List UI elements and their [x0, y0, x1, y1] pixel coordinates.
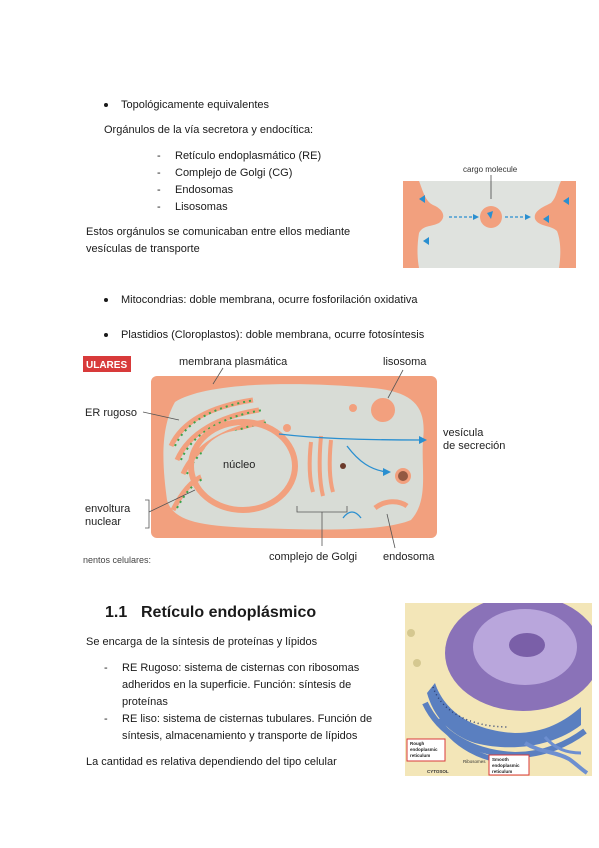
figure-tag-text: ULARES [86, 360, 127, 371]
rough-er-label-1: Rough [410, 741, 424, 746]
dash: - [157, 150, 161, 162]
section-number: 1.1 [105, 604, 128, 621]
vesicle [407, 629, 415, 637]
er-closing: La cantidad es relativa dependiendo del … [86, 756, 337, 768]
section-title: Retículo endoplásmico [141, 604, 317, 621]
label-vesicula-1: vesícula [443, 427, 484, 439]
figure-tag [83, 356, 131, 372]
leader-line [142, 411, 180, 421]
lysosome [371, 398, 395, 422]
vesicle [283, 424, 291, 432]
bullet-topologicamente: Topológicamente equivalentes [121, 99, 269, 111]
leader-line [148, 489, 196, 513]
rough-er-cistern [170, 473, 205, 512]
bullet-dot [104, 298, 108, 302]
cargo-icon [419, 195, 425, 203]
ribosomes-label: Ribosomes [463, 759, 486, 764]
cargo-icon [487, 211, 493, 219]
smooth-er-callout [488, 754, 530, 776]
rough-er-label-3: reticulum [410, 753, 430, 758]
rough-er-line-1: RE Rugoso: sistema de cisternas con ribo… [122, 662, 360, 674]
organelle-item: Retículo endoplasmático (RE) [175, 150, 322, 162]
label-envoltura-1: envoltura [85, 503, 131, 515]
leader-line [212, 367, 224, 385]
arrow-head-icon [473, 214, 479, 220]
smooth-er-tubule [523, 741, 589, 775]
label-membrana: membrana plasmática [179, 356, 288, 368]
endosome [373, 499, 409, 511]
dash: - [104, 662, 108, 674]
cargo-label: cargo molecule [463, 165, 518, 174]
golgi-cistern [327, 439, 335, 493]
rough-er-label-2: endoplasmic [410, 747, 438, 752]
nuclear-envelope [188, 419, 298, 513]
arrow-head-icon [525, 214, 531, 220]
left-membrane-body [403, 181, 444, 268]
cell-organelles-figure: ULARES núcleo membrana plasmática lisoso… [83, 356, 505, 565]
rough-er-line-2: adheridos en la superficie. Función: sín… [122, 679, 352, 691]
arrow-head-icon [383, 468, 391, 476]
organelle-item: Lisosomas [175, 201, 228, 213]
cargo-icon [543, 215, 549, 223]
smooth-er-line-2: síntesis, almacenamiento y transporte de… [122, 730, 358, 742]
label-er-rugoso: ER rugoso [85, 407, 137, 419]
rough-er-callout [406, 738, 446, 762]
label-envoltura-2: nuclear [85, 516, 121, 528]
label-endosoma: endosoma [383, 551, 435, 563]
caption-fragment: nentos celulares: [83, 555, 151, 565]
smooth-er-label-1: Smooth [492, 757, 509, 762]
bullet-dot [104, 333, 108, 337]
transport-arrow [278, 433, 424, 441]
communicate-line-2: vesículas de transporte [86, 243, 200, 255]
communicate-line-1: Estos orgánulos se comunicaban entre ell… [86, 226, 351, 238]
rough-er-line-3: proteínas [122, 696, 168, 708]
cargo-molecule-figure: cargo molecule [403, 165, 576, 268]
smooth-er-tubule [543, 736, 582, 755]
label-lisosoma: lisosoma [383, 356, 427, 368]
rough-er-cistern [168, 397, 254, 448]
golgi-cistern [307, 441, 315, 493]
dash: - [157, 184, 161, 196]
dash: - [104, 713, 108, 725]
arrow-head-icon [419, 436, 427, 444]
bracket [145, 499, 150, 529]
smooth-er-label-2: endoplasmic [492, 763, 520, 768]
nucleus-label: núcleo [223, 459, 255, 471]
smooth-er-label-3: reticulum [492, 769, 512, 774]
vesicle-content [398, 471, 408, 481]
organelle-item: Complejo de Golgi (CG) [175, 167, 293, 179]
organelles-intro: Orgánulos de la vía secretora y endocíti… [104, 124, 314, 136]
label-golgi: complejo de Golgi [269, 551, 357, 563]
bullet-plastidios: Plastidios (Cloroplastos): doble membran… [121, 329, 425, 341]
nucleus [199, 430, 287, 502]
er-illustration: Rough endoplasmic reticulum Ribosomes CY… [405, 603, 592, 776]
smooth-er-line-1: RE liso: sistema de cisternas tubulares.… [122, 713, 373, 725]
dash: - [157, 201, 161, 213]
cargo-icon [423, 237, 429, 245]
er-intro: Se encarga de la síntesis de proteínas y… [86, 636, 318, 648]
leader-line [386, 513, 396, 549]
bullet-mitocondrias: Mitocondrias: doble membrana, ocurre fos… [121, 294, 418, 306]
label-vesicula-2: de secreción [443, 440, 505, 452]
ribosomes [176, 477, 206, 509]
bullet-dot [104, 103, 108, 107]
leader-line [387, 369, 404, 399]
nucleolus [509, 633, 545, 657]
golgi-cistern [317, 435, 325, 497]
cytosol-label: CYTOSOL [427, 769, 449, 774]
cargo-icon [563, 197, 569, 205]
rough-er [427, 683, 581, 748]
organelle-item: Endosomas [175, 184, 234, 196]
cargo-dot [340, 463, 346, 469]
endocytic-arrow [342, 511, 362, 519]
vesicle [349, 404, 357, 412]
ribosomes [174, 399, 256, 447]
vesicle [413, 659, 421, 667]
dash: - [157, 167, 161, 179]
